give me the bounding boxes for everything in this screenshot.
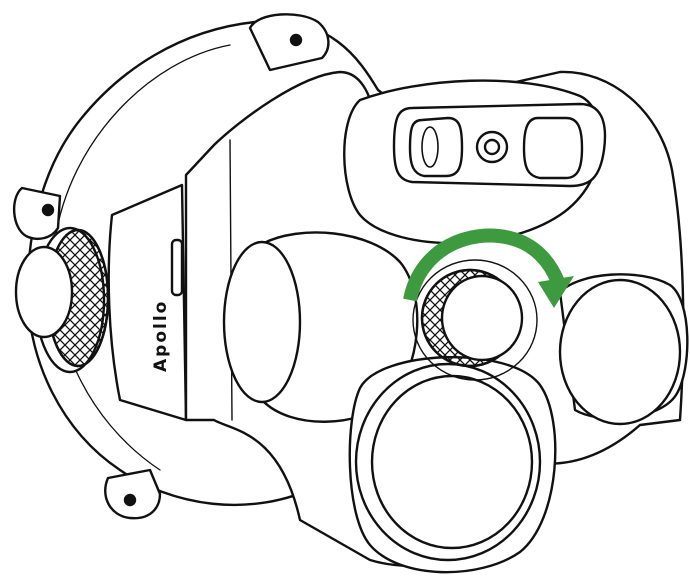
brand-label: Apollo <box>151 300 171 372</box>
left-window <box>408 116 464 178</box>
bottom-mounting-ear <box>104 468 162 520</box>
side-wheel-cap <box>14 245 74 339</box>
left-mounting-ear <box>13 186 62 240</box>
left-lens-face <box>222 240 302 404</box>
left-screw <box>41 203 55 217</box>
top-screw <box>289 33 303 47</box>
bottom-screw <box>123 493 137 507</box>
left-window-lens <box>421 126 439 168</box>
side-slot <box>170 238 184 297</box>
knob-cap <box>440 274 524 362</box>
clockwise-arrow-icon <box>403 228 574 308</box>
right-window <box>522 116 584 180</box>
bottom-lens-face <box>370 374 534 550</box>
center-sensor-inner <box>483 138 501 156</box>
side-panel <box>107 183 188 422</box>
right-lens-face <box>558 278 682 426</box>
top-mounting-ear <box>248 13 330 72</box>
knob-shadow-ring <box>412 259 538 381</box>
